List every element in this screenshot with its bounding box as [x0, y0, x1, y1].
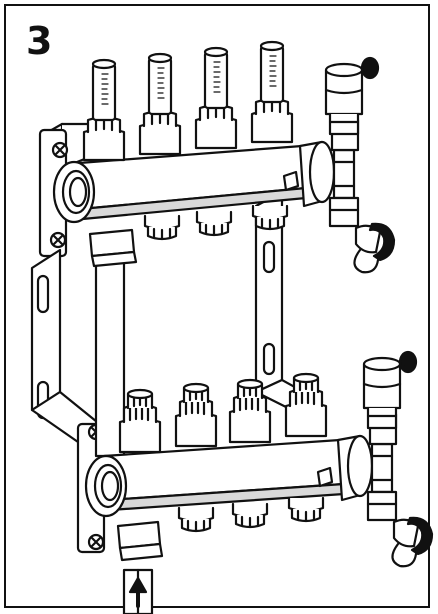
- upper-right-connector: [324, 56, 396, 274]
- upper-flowmeters: [82, 40, 294, 162]
- lower-valve-caps: [118, 372, 328, 454]
- lower-manifold: [84, 434, 394, 562]
- lower-right-connector: [362, 350, 434, 568]
- upper-manifold: [52, 140, 356, 268]
- flow-arrow: [128, 576, 148, 608]
- step-number: 3: [26, 19, 53, 63]
